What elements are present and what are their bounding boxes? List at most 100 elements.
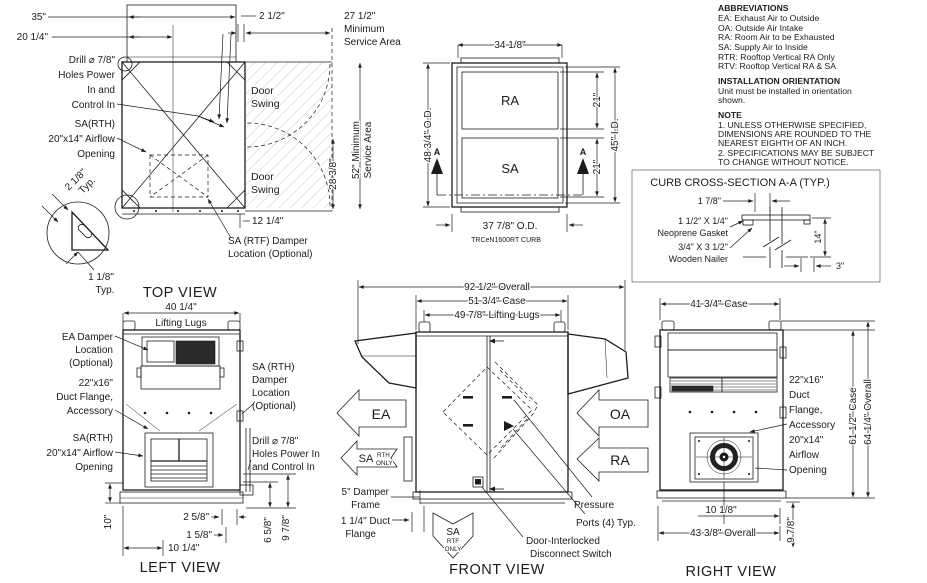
sa-damper-label: Damper: [252, 375, 288, 386]
pressure-port: [502, 396, 512, 399]
sa-airflow-grille: [144, 432, 214, 488]
dim-label: 40 1/4": [165, 302, 197, 313]
note-line: 2. SPECIFICATIONS MAY BE SUBJECT: [718, 148, 875, 158]
duct-flange-label: Duct Flange,: [56, 392, 113, 403]
sa-opening-label: Opening: [75, 462, 113, 473]
sa-arrow-sub: ONLY: [376, 460, 393, 467]
dim-label: 2 5/8": [183, 512, 209, 523]
dim-label: 61 1/2" Case: [848, 387, 859, 445]
ea-damper-label: Location: [75, 345, 113, 356]
door-diamond: [442, 366, 533, 456]
dim-label: 1 7/8": [698, 196, 721, 206]
abbr-line: SA: Supply Air to Inside: [718, 42, 808, 52]
abbr-line: RTV: Rooftop Vertical RA & SA: [718, 61, 836, 71]
dim-label: 9 7/8": [786, 517, 797, 543]
dim-label: 3": [836, 261, 844, 271]
door-swing-label: Swing: [251, 184, 280, 196]
pressure-port: [504, 421, 514, 431]
install-title: INSTALLATION ORIENTATION: [718, 76, 840, 86]
lifting-lug: [122, 320, 136, 331]
lifting-lugs-label: Lifting Lugs: [155, 318, 206, 329]
front-view: 92 1/2" Overall 51 3/4" Case 49 7/8" Lif…: [336, 280, 649, 579]
top-view-title: TOP VIEW: [143, 285, 217, 301]
sa-down-sub: ONLY: [445, 546, 462, 553]
door-swing-hatch: [246, 62, 332, 208]
top-view: Door Swing Door Swing 35" 20 1/4" 2 1/2"…: [15, 4, 402, 302]
notes-panel: ABBREVIATIONS EA: Exhaust Air to Outside…: [717, 2, 876, 168]
dim-label: 1 5/8": [186, 530, 212, 541]
pressure-port: [463, 424, 473, 427]
sa-opening-label: SA(RTH): [73, 433, 113, 444]
sa-damper-label: Location: [252, 388, 290, 399]
duct-flange-label: Flange: [345, 529, 376, 540]
install-line: Unit must be installed in orientation: [718, 86, 852, 96]
drill-note: and Control In: [252, 462, 315, 473]
gasket-label: Neoprene Gasket: [657, 228, 728, 238]
service-area-label: Service Area: [344, 37, 401, 48]
dim-label: 21": [592, 92, 603, 107]
disconnect-switch: [472, 476, 484, 488]
note-title: NOTE: [718, 110, 742, 120]
ea-damper-label: EA Damper: [62, 332, 114, 343]
duct-label: 22"x16": [789, 375, 824, 386]
section-a-label: A: [580, 147, 587, 157]
dim-label: 10 1/8": [705, 505, 737, 516]
sa-arrow-sub: RTH: [377, 452, 390, 459]
dim-label: 28 3/8": [328, 158, 339, 190]
install-line: shown.: [718, 95, 745, 105]
pressure-label: Pressure: [574, 500, 614, 511]
curb-section-title: CURB CROSS-SECTION A-A (TYP.): [650, 177, 830, 189]
dim-label: 35": [31, 12, 46, 23]
duct-label: Duct: [789, 390, 810, 401]
damper-frame-label: 5" Damper: [342, 487, 390, 498]
switch-label: Door-Interlocked: [526, 536, 600, 547]
door-swing-arc-upper: [246, 63, 331, 148]
service-area-label: Minimum: [344, 24, 385, 35]
dim-label: 14": [813, 230, 823, 243]
dim-label: 41 3/4" Case: [690, 299, 748, 310]
ea-hood: [354, 332, 417, 389]
louver-band: [669, 377, 778, 393]
door-swing-arc-lower: [246, 122, 331, 207]
dim-label: 49 7/8" Lifting Lugs: [454, 310, 539, 321]
ea-arrow-label: EA: [372, 406, 391, 422]
oa-arrow-label: OA: [610, 406, 631, 422]
left-view-title: LEFT VIEW: [140, 560, 221, 576]
note-line: DIMENSIONS ARE ROUNDED TO THE: [718, 129, 872, 139]
sa-opening-label: 20"x14" Airflow: [46, 448, 113, 459]
abbr-title: ABBREVIATIONS: [718, 3, 789, 13]
curb-cross-section: CURB CROSS-SECTION A-A (TYP.) 1 7/8" 1 1…: [631, 169, 881, 283]
curb-outer: [451, 62, 568, 208]
service-area-label: Service Area: [363, 121, 374, 178]
duct-flange-label: Accessory: [67, 406, 113, 417]
dim-label: 12 1/4": [252, 216, 284, 227]
dim-label: 51 3/4" Case: [468, 296, 526, 307]
drill-note: Control In: [72, 100, 115, 111]
sa-damper-label: (Optional): [252, 401, 296, 412]
dim-label: 10": [103, 514, 114, 529]
service-area-label: 52" Minimum: [351, 121, 362, 179]
corner-detail-circle: [46, 201, 110, 265]
sa-down-sub: RTF: [447, 538, 459, 545]
oa-hood: [567, 333, 629, 395]
note-line: NEAREST EIGHTH OF AN INCH.: [718, 138, 847, 148]
ra-arrow-label: RA: [610, 452, 630, 468]
dim-label: 2 1/2": [259, 11, 285, 22]
sa-arrow-label: SA: [359, 453, 374, 465]
sa-opening: [461, 137, 559, 199]
drill-note: Holes Power In: [252, 449, 320, 460]
ra-arrow: [576, 437, 649, 482]
dim-label: 92 1/2" Overall: [464, 282, 530, 293]
typ-dim-label: Typ.: [96, 285, 115, 296]
left-view-unit: [122, 329, 241, 491]
switch-label: Disconnect Switch: [530, 549, 612, 560]
sa-rth-label: Opening: [77, 149, 115, 160]
sa-down-label: SA: [446, 527, 460, 538]
oa-arrow: [576, 389, 649, 437]
ea-arrow: [336, 389, 407, 437]
dim-label: 45" I.D.: [610, 118, 621, 151]
right-view: 41 3/4" Case 22"x16" Duct Flange, Acces: [654, 298, 875, 581]
sa-rtf-damper-outline: [149, 154, 209, 198]
